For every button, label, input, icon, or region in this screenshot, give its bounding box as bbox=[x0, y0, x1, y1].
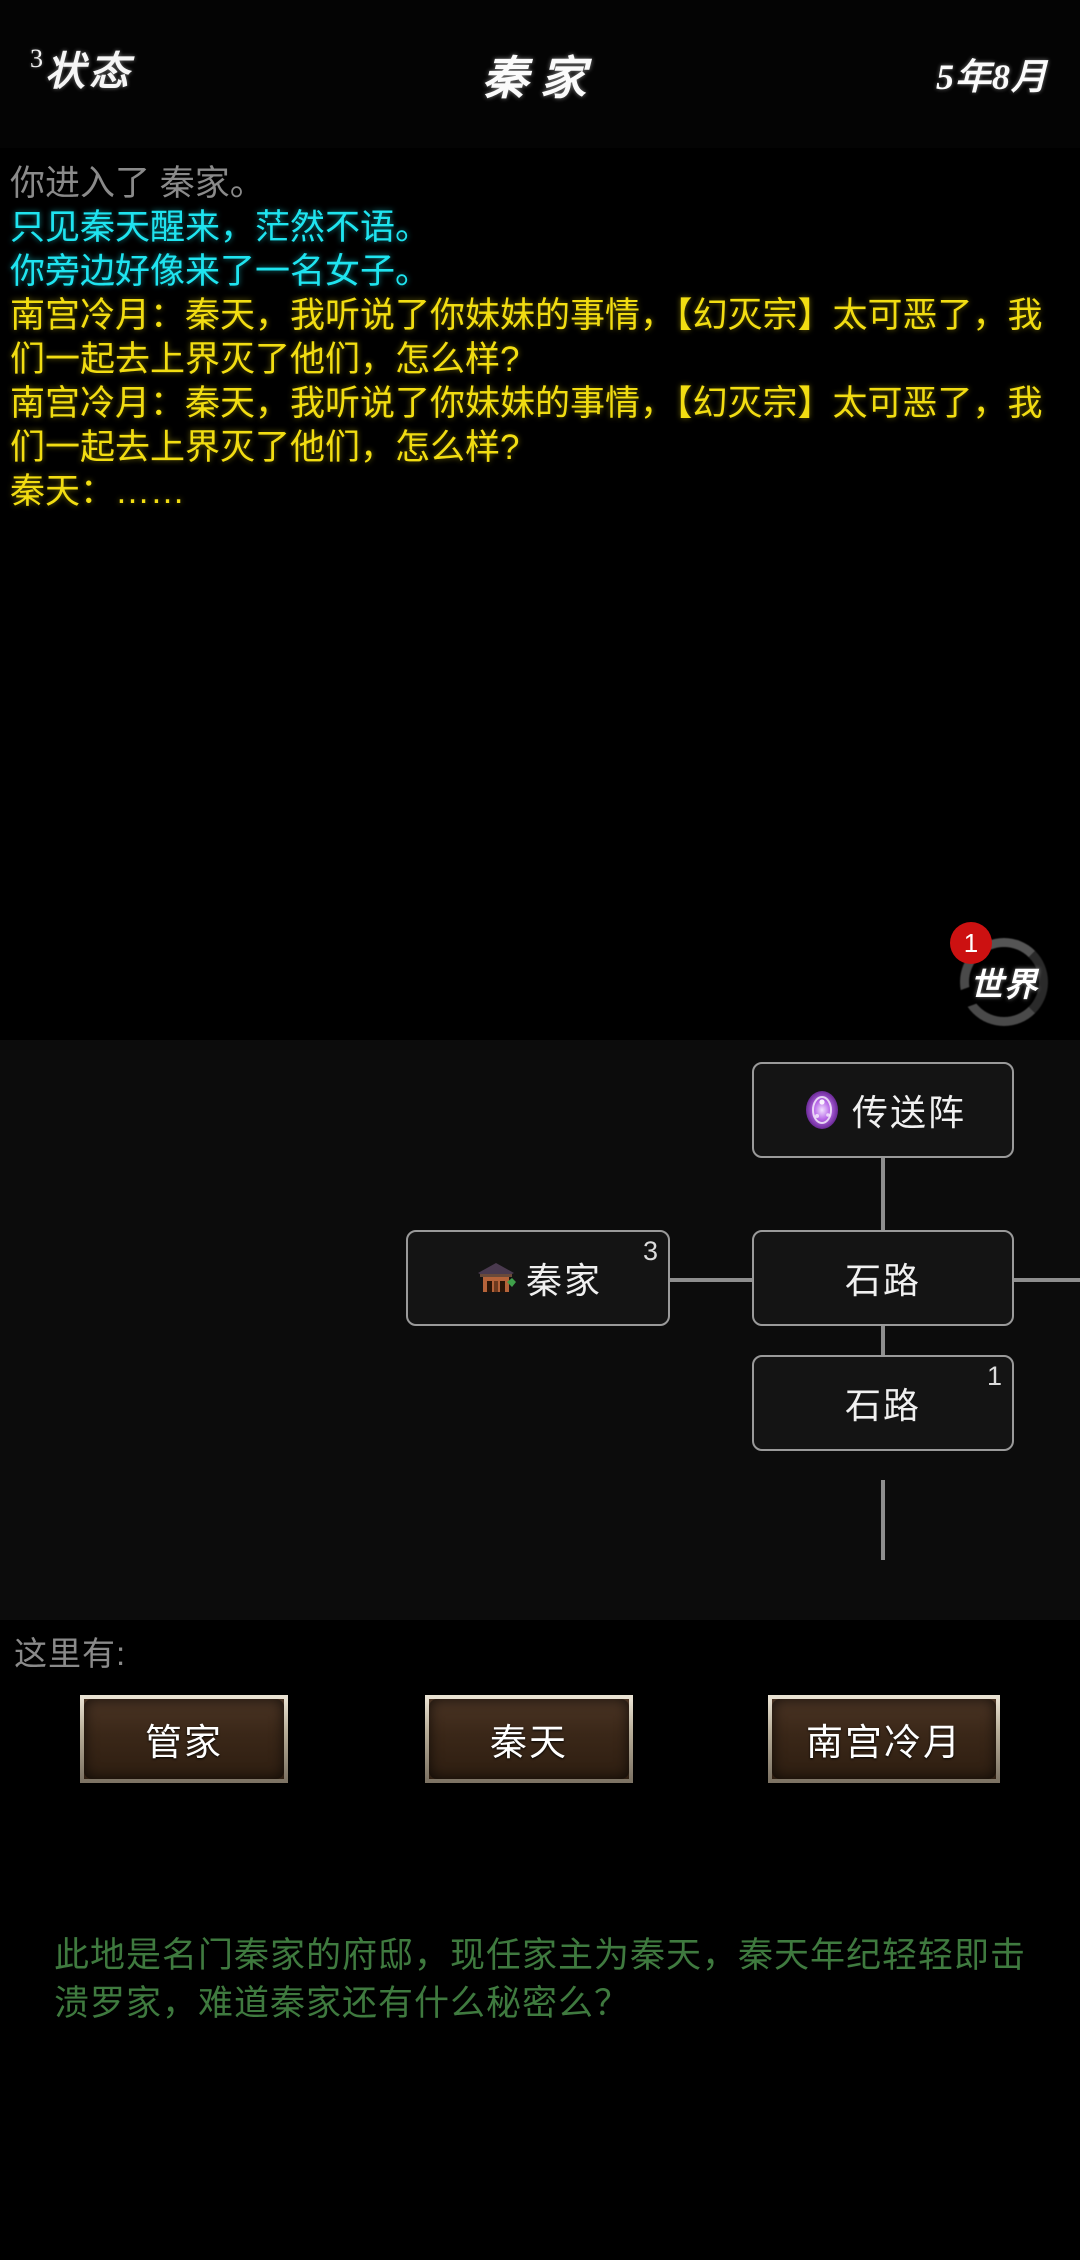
log-line: 只见秦天醒来，茫然不语。 bbox=[10, 208, 431, 247]
game-date: 5年8月 bbox=[935, 57, 1048, 97]
log-line: 秦天：…… bbox=[10, 472, 186, 511]
location-map-panel: 传送阵 秦家 3 石路 石路 1 bbox=[0, 1040, 1080, 1620]
map-node-label: 秦家 bbox=[525, 1260, 602, 1301]
page-title: 秦家 bbox=[482, 53, 598, 104]
ink-circle-icon bbox=[960, 938, 1048, 1026]
status-button[interactable]: 3 状态 bbox=[30, 46, 133, 94]
location-description: 此地是名门秦家的府邸，现任家主为秦天，秦天年纪轻轻即击溃罗家，难道秦家还有什么秘… bbox=[54, 1936, 1027, 2023]
map-node-label: 传送阵 bbox=[851, 1092, 966, 1133]
status-count-superscript: 3 bbox=[30, 44, 43, 73]
npc-button-nangonglengyue[interactable]: 南宫冷月 bbox=[768, 1695, 1000, 1783]
status-button-label: 状态 bbox=[45, 49, 133, 94]
log-line: 你进入了 秦家。 bbox=[10, 164, 265, 203]
npc-button-label: 管家 bbox=[145, 1722, 223, 1763]
log-line: 你旁边好像来了一名女子。 bbox=[10, 252, 431, 291]
map-node-badge: 3 bbox=[642, 1236, 658, 1266]
app-header: 3 状态 秦家 5年8月 bbox=[0, 0, 1080, 148]
map-edge-road1-to-right bbox=[1014, 1278, 1080, 1282]
npc-button-label: 南宫冷月 bbox=[806, 1722, 962, 1763]
map-edge-teleport-to-road1 bbox=[881, 1157, 885, 1269]
map-node-label: 石路 bbox=[844, 1385, 921, 1426]
map-node-qinjia[interactable]: 秦家 3 bbox=[406, 1230, 670, 1326]
world-button[interactable]: 1 世界 bbox=[950, 922, 1056, 1034]
here-are-label: 这里有: bbox=[14, 1635, 127, 1672]
map-node-teleport[interactable]: 传送阵 bbox=[752, 1062, 1014, 1158]
world-button-label: 世界 bbox=[970, 968, 1038, 1004]
teleport-portal-icon bbox=[805, 1091, 838, 1129]
npc-button-row: 管家 秦天 南宫冷月 bbox=[0, 1695, 1080, 1807]
npc-button-guanjia[interactable]: 管家 bbox=[80, 1695, 288, 1783]
map-node-stone-road-lower[interactable]: 石路 1 bbox=[752, 1355, 1014, 1451]
map-node-stone-road-upper[interactable]: 石路 bbox=[752, 1230, 1014, 1326]
map-node-label: 石路 bbox=[844, 1260, 921, 1301]
map-node-badge: 1 bbox=[986, 1361, 1002, 1391]
map-edge-road2-to-bottom bbox=[881, 1480, 885, 1560]
map-edge-qinjia-to-road1 bbox=[670, 1278, 752, 1282]
house-icon bbox=[477, 1263, 516, 1292]
world-button-badge: 1 bbox=[950, 922, 992, 964]
log-line: 南宫冷月：秦天，我听说了你妹妹的事情，【幻灭宗】太可恶了，我们一起去上界灭了他们… bbox=[10, 384, 1043, 467]
story-log-panel[interactable]: 你进入了 秦家。 只见秦天醒来，茫然不语。 你旁边好像来了一名女子。 南宫冷月：… bbox=[0, 148, 1080, 1040]
npc-button-label: 秦天 bbox=[490, 1722, 568, 1763]
npc-button-qintian[interactable]: 秦天 bbox=[425, 1695, 633, 1783]
story-log-lines: 你进入了 秦家。 只见秦天醒来，茫然不语。 你旁边好像来了一名女子。 南宫冷月：… bbox=[10, 162, 1050, 514]
log-line: 南宫冷月：秦天，我听说了你妹妹的事情，【幻灭宗】太可恶了，我们一起去上界灭了他们… bbox=[10, 296, 1043, 379]
